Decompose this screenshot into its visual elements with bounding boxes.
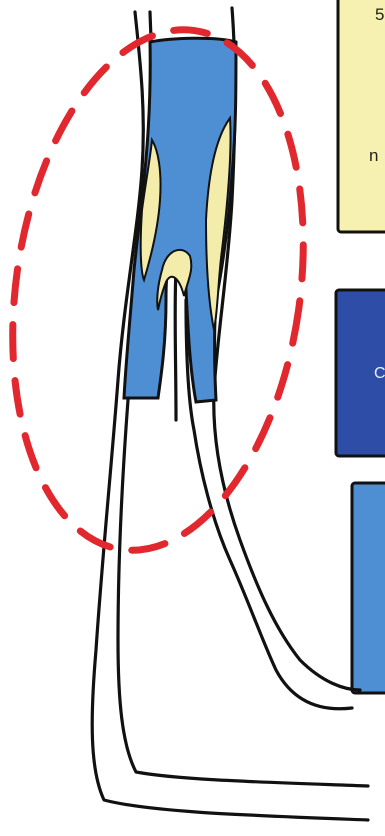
legend-yellow-swatch xyxy=(338,0,385,232)
legend-yellow-fragment-top: 5 xyxy=(375,5,384,24)
legend-navy-box: C xyxy=(336,290,385,456)
legend-yellow-box: 5 n xyxy=(338,0,385,232)
legend-blue-swatch xyxy=(352,483,385,693)
inner-stem-divider xyxy=(175,270,176,420)
legend-navy-fragment: C xyxy=(374,365,385,382)
legend-yellow-fragment-mid: n xyxy=(369,146,378,165)
legend-blue-box xyxy=(352,483,385,693)
